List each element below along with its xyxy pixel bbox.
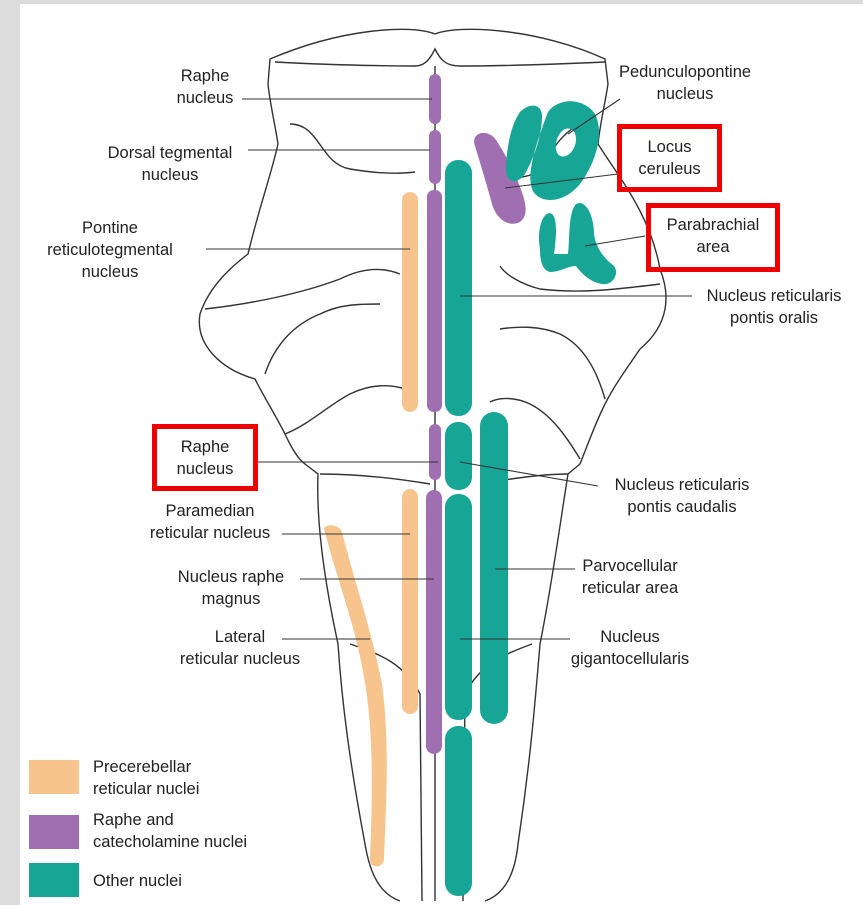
label-line: Parabrachial <box>651 214 775 236</box>
label-nucleus-raphe-magnus: Nucleus raphe magnus <box>160 566 302 610</box>
label-line: Pedunculopontine <box>600 61 770 83</box>
label-line: Nucleus reticularis <box>685 285 863 307</box>
label-line: Nucleus raphe <box>160 566 302 588</box>
label-line: Nucleus reticularis <box>592 474 772 496</box>
lateral-reticular-nucleus-shape <box>324 525 387 866</box>
paramedian-reticular-nucleus-shape <box>402 489 418 714</box>
label-line: reticular nucleus <box>165 648 315 670</box>
label-lateral-reticular-nucleus: Lateral reticular nucleus <box>165 626 315 670</box>
label-line: ceruleus <box>622 158 717 180</box>
label-nucleus-reticularis-pontis-caudalis: Nucleus reticularis pontis caudalis <box>592 474 772 518</box>
label-line: reticular nucleus <box>130 522 290 544</box>
legend-label-precerebellar: Precerebellar reticular nuclei <box>93 756 199 800</box>
label-line: Precerebellar <box>93 756 199 778</box>
label-line: reticulotegmental <box>20 239 200 261</box>
label-line: Paramedian <box>130 500 290 522</box>
nucleus-reticularis-pontis-oralis-shape <box>445 160 472 416</box>
label-line: nucleus <box>600 83 770 105</box>
label-paramedian-reticular-nucleus: Paramedian reticular nucleus <box>130 500 290 544</box>
label-line: Pontine <box>20 217 200 239</box>
label-line: Nucleus <box>565 626 695 648</box>
label-pontine-reticulotegmental-nucleus: Pontine reticulotegmental nucleus <box>20 217 200 283</box>
dorsal-tegmental-nucleus-shape <box>429 130 441 184</box>
caudal-column-shape <box>445 726 472 896</box>
label-locus-ceruleus: Locus ceruleus <box>622 136 717 180</box>
label-line: Raphe <box>157 436 253 458</box>
label-line: Raphe and <box>93 809 247 831</box>
nucleus-gigantocellularis-shape <box>445 494 472 720</box>
legend-swatch-other <box>29 863 79 897</box>
label-line: nucleus <box>160 87 250 109</box>
label-line: nucleus <box>157 458 253 480</box>
other-nuclei <box>445 101 616 896</box>
raphe-nucleus-mid-shape <box>429 424 441 480</box>
label-line: magnus <box>160 588 302 610</box>
legend-swatch-raphe <box>29 815 79 849</box>
parvocellular-reticular-area-shape <box>480 412 508 724</box>
parabrachial-area-shape <box>539 203 616 284</box>
label-nucleus-gigantocellularis: Nucleus gigantocellularis <box>565 626 695 670</box>
label-line: pontis caudalis <box>592 496 772 518</box>
raphe-column-pons-shape <box>427 190 442 412</box>
label-pedunculopontine-nucleus: Pedunculopontine nucleus <box>600 61 770 105</box>
label-dorsal-tegmental-nucleus: Dorsal tegmental nucleus <box>75 142 265 186</box>
label-parvocellular-reticular-area: Parvocellular reticular area <box>565 555 695 599</box>
label-nucleus-reticularis-pontis-oralis: Nucleus reticularis pontis oralis <box>685 285 863 329</box>
label-line: gigantocellularis <box>565 648 695 670</box>
label-line: pontis oralis <box>685 307 863 329</box>
label-line: Lateral <box>165 626 315 648</box>
legend-label-raphe: Raphe and catecholamine nuclei <box>93 809 247 853</box>
label-raphe-nucleus-mid: Raphe nucleus <box>157 436 253 480</box>
pedunculopontine-nucleus-shape <box>506 101 599 200</box>
label-line: Raphe <box>160 65 250 87</box>
label-parabrachial-area: Parabrachial area <box>651 214 775 258</box>
label-line: Dorsal tegmental <box>75 142 265 164</box>
precerebellar-nuclei <box>324 192 418 867</box>
label-line: reticular area <box>565 577 695 599</box>
legend-label-other: Other nuclei <box>93 870 182 892</box>
label-line: nucleus <box>75 164 265 186</box>
label-line: catecholamine nuclei <box>93 831 247 853</box>
diagram-canvas: Raphe nucleus Dorsal tegmental nucleus P… <box>20 4 863 905</box>
nucleus-raphe-magnus-shape <box>426 490 442 754</box>
label-line: area <box>651 236 775 258</box>
label-line: nucleus <box>20 261 200 283</box>
label-raphe-nucleus-top: Raphe nucleus <box>160 65 250 109</box>
legend-swatch-precerebellar <box>29 760 79 794</box>
pontine-reticulotegmental-nucleus-shape <box>402 192 418 412</box>
label-line: reticular nuclei <box>93 778 199 800</box>
label-line: Locus <box>622 136 717 158</box>
label-line: Parvocellular <box>565 555 695 577</box>
nucleus-reticularis-pontis-caudalis-shape <box>445 422 472 490</box>
